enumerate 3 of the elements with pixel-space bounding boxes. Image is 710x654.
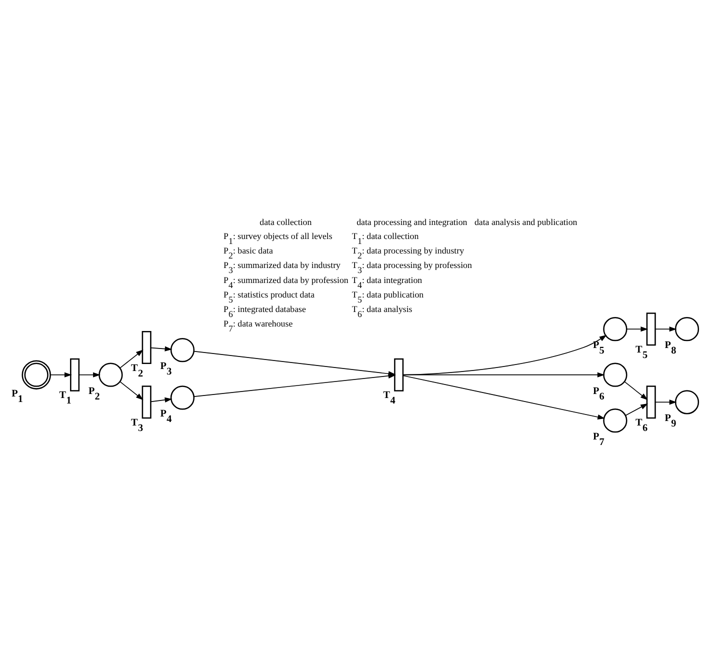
label: data processing and integration [356, 216, 468, 227]
label: data collection [260, 216, 312, 227]
label: data analysis and publication [474, 216, 578, 227]
